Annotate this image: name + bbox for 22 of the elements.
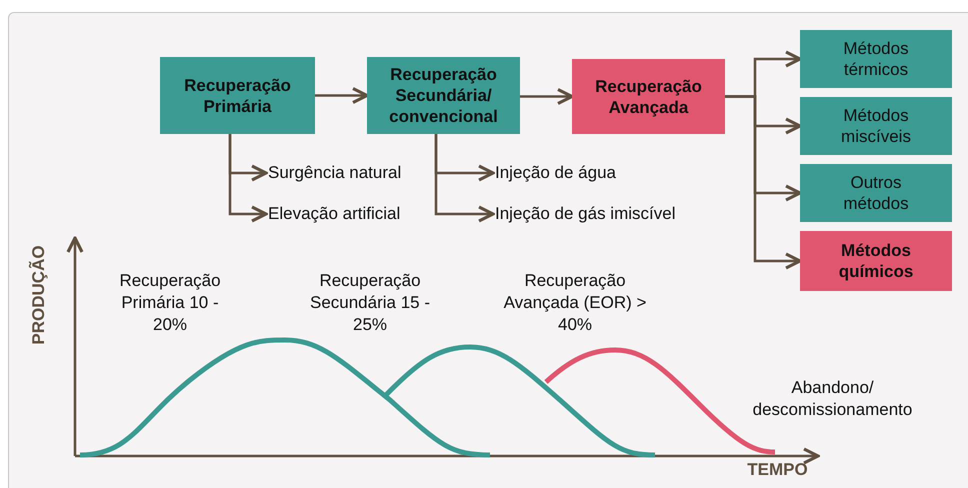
process-box: Recuperação Avançada [572,59,725,134]
branch-label: Elevação artificial [268,202,428,226]
process-box: Recuperação Primária [160,57,315,134]
branch-label: Surgência natural [268,161,428,185]
arrow [434,134,495,223]
annotation: Recuperação Avançada (EOR) > 40% [502,270,648,336]
process-box: Outros métodos [800,164,952,222]
arrow [228,134,268,223]
arrow [315,86,369,104]
branch-label: Injeção de água [495,161,645,185]
process-box: Métodos químicos [800,231,952,291]
annotation: Recuperação Secundária 15 - 25% [308,270,432,336]
annotation: Recuperação Primária 10 - 20% [118,270,222,336]
axis-title: PRODUÇÃO [28,244,49,347]
branch-label: Injeção de gás imiscível [495,202,710,226]
process-box: Métodos miscíveis [800,97,952,155]
axis-title: TEMPO [746,459,809,481]
arrow [520,88,574,106]
annotation: Abandono/ descomissionamento [752,377,914,421]
process-box: Métodos térmicos [800,30,952,88]
arrow [725,95,802,270]
process-box: Recuperação Secundária/ convencional [367,57,520,134]
